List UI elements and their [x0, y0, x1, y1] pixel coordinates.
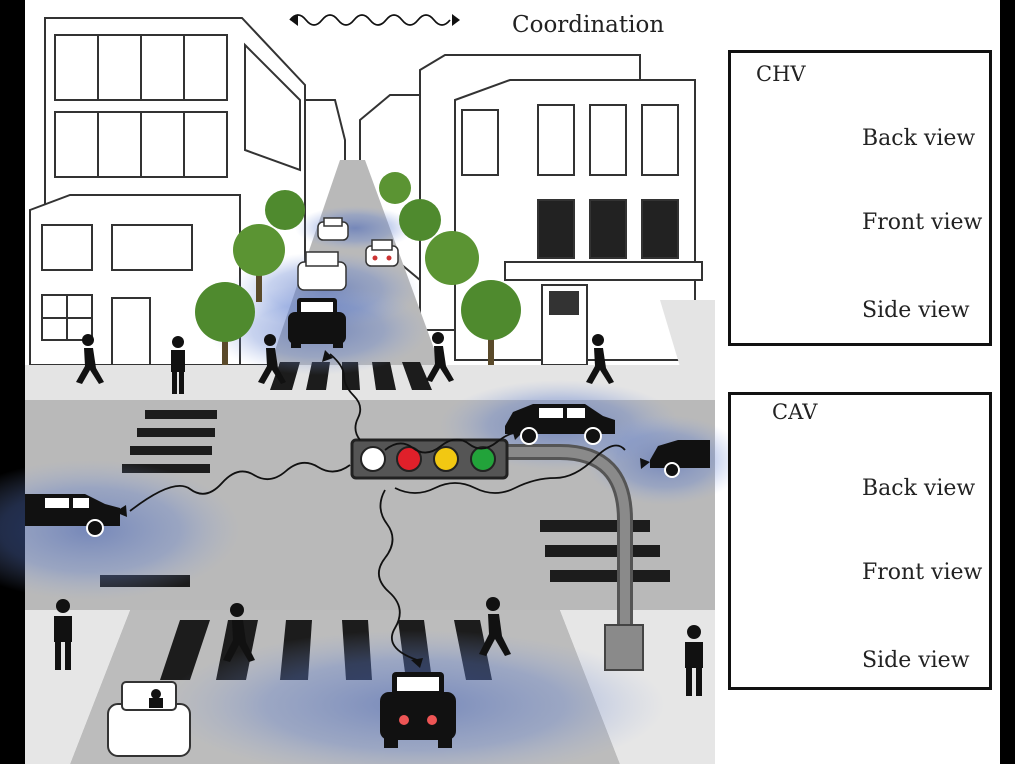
street-trees [195, 172, 521, 365]
traffic-light [350, 438, 509, 480]
traffic-light-pole [500, 444, 644, 671]
cav-legend [728, 392, 992, 690]
traffic-light-green-lamp [470, 446, 496, 472]
cav-front-view-label: Front view [862, 560, 983, 585]
pedestrians [54, 332, 703, 696]
chv-legend [728, 50, 992, 346]
chv-front-view-label: Front view [862, 210, 983, 235]
diagram-title: Coordination [512, 12, 665, 38]
scene-vehicles [25, 217, 710, 757]
cav-side-view-label: Side view [862, 648, 970, 673]
traffic-light-red-lamp [396, 446, 422, 472]
cav-legend-heading: CAV [772, 400, 818, 424]
chv-side-view-label: Side view [862, 298, 970, 323]
traffic-light-white-lamp [360, 446, 386, 472]
wireless-links [115, 14, 650, 668]
chv-legend-heading: CHV [756, 62, 806, 86]
cav-back-view-label: Back view [862, 476, 976, 501]
chv-back-view-label: Back view [862, 126, 976, 151]
traffic-light-yellow-lamp [433, 446, 459, 472]
